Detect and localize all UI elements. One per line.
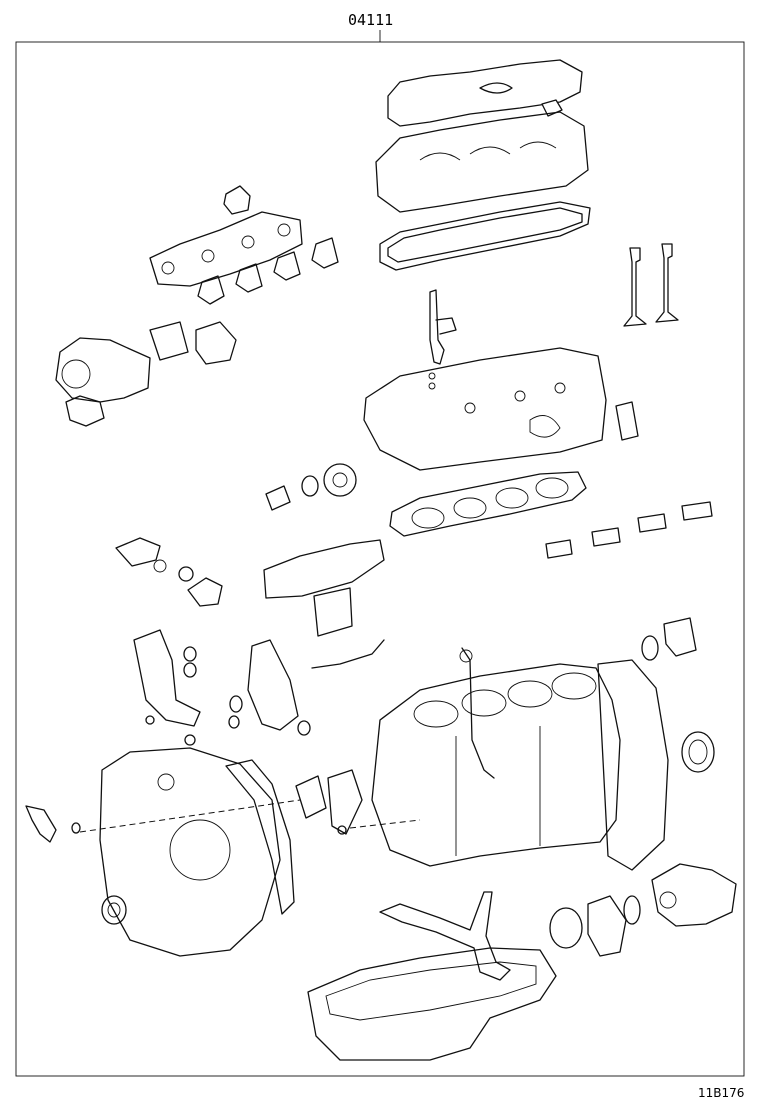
intake-valves <box>623 243 679 327</box>
o-rings <box>145 715 240 746</box>
cylinder-block <box>371 663 621 867</box>
timing-cover-gasket <box>225 759 295 915</box>
camshaft-gear <box>323 463 357 497</box>
leader-line-2 <box>349 819 421 829</box>
water-pump <box>295 769 363 835</box>
valve-lifters <box>545 501 713 559</box>
oil-dipstick-guide <box>311 639 385 669</box>
rear-oil-seal-retainer <box>597 659 669 871</box>
valve-cover-gasket-top <box>387 59 583 127</box>
injector <box>428 289 457 390</box>
head-side-gasket <box>615 401 639 441</box>
injection-pump-gaskets <box>549 895 641 957</box>
seal-ring <box>301 475 319 497</box>
water-inlet <box>133 629 201 727</box>
exhaust-manifold <box>149 211 303 287</box>
intake-manifold <box>263 539 385 637</box>
thermostat-housing <box>115 537 223 607</box>
turbocharger <box>55 337 151 427</box>
water-pump-gasket <box>641 617 697 661</box>
leader-line-1 <box>79 799 301 833</box>
cylinder-head-gasket <box>389 471 587 537</box>
part-number-label: 04111 <box>348 11 393 29</box>
injection-pump <box>651 863 737 927</box>
oil-pump-body <box>229 639 311 736</box>
turbo-gaskets <box>149 321 237 365</box>
oil-level-gauge <box>459 647 495 779</box>
valve-cover <box>375 111 589 213</box>
plug <box>265 485 291 511</box>
manifold-gasket-top <box>223 185 251 215</box>
oil-pan <box>307 947 557 1061</box>
exhaust-port-gaskets <box>197 237 339 305</box>
figure-code-label: 11B176 <box>698 1086 744 1100</box>
cylinder-head <box>363 347 607 471</box>
crankshaft-front-seal <box>101 895 127 925</box>
oil-filler-pipe <box>25 805 81 843</box>
oil-strainer <box>379 891 511 981</box>
diagram-frame <box>15 41 745 1077</box>
timing-gear-cover <box>99 747 281 957</box>
valve-cover-gasket <box>379 201 591 271</box>
rear-oil-seal <box>681 731 715 773</box>
